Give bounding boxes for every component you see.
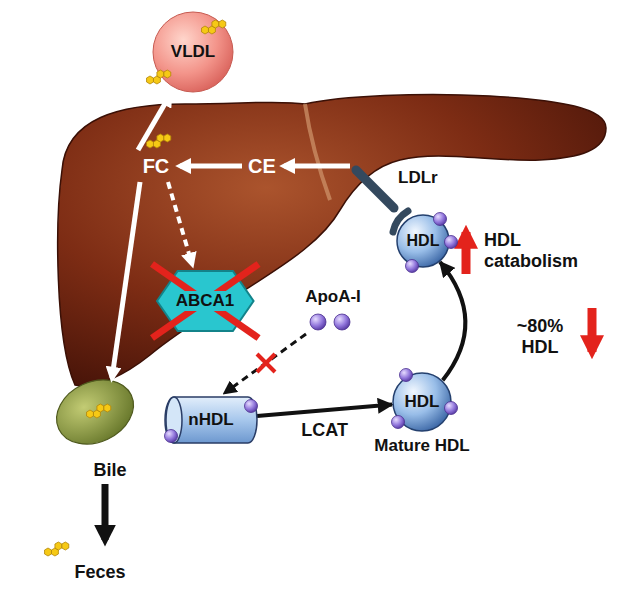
flow-arrow [257, 405, 392, 417]
vldl-particle: VLDL [152, 11, 234, 93]
cholesterol-molecule [202, 20, 226, 34]
apolipoprotein-dot [392, 416, 405, 429]
liver-outline [58, 94, 606, 386]
apolipoprotein-dot [434, 213, 447, 226]
block-cross [152, 264, 259, 338]
free-cholesterol-label: FC [143, 155, 170, 178]
apolipoprotein-label: ApoA-I [305, 287, 361, 307]
disc-body [165, 397, 257, 443]
efflux-dashed-arrow [168, 182, 192, 264]
nascent-hdl-disc: nHDL [165, 396, 257, 444]
biliary-arrow [112, 182, 140, 378]
edge-label: LCAT [298, 420, 351, 441]
lipidation-dashed-arrow [226, 334, 306, 392]
increase-arrow [462, 232, 471, 274]
cholesterol-molecule [45, 542, 69, 556]
cholesterol-molecule [87, 404, 111, 418]
feces-label: Feces [74, 562, 125, 583]
receptor-stalk [356, 170, 394, 208]
apolipoprotein-dot [165, 430, 178, 443]
apolipoprotein-dot [334, 314, 350, 330]
hydrolysis-arrow [180, 164, 242, 169]
node-text: nHDL [188, 410, 233, 430]
cholesterol-molecule [147, 134, 171, 148]
node-text: HDL [405, 392, 440, 412]
apolipoprotein-dot [245, 400, 258, 413]
catabolism-label: HDL catabolism [484, 230, 578, 271]
apolipoprotein-dot [406, 260, 419, 273]
mature-hdl-sphere: HDLMature HDL [392, 372, 452, 432]
excretion-arrow [102, 484, 109, 540]
transporter-hexagon: ABCA1 [156, 270, 255, 332]
flow-arrow [440, 262, 465, 380]
block-cross [152, 264, 259, 338]
hdl-sphere: HDL [396, 214, 450, 268]
block-cross [257, 354, 275, 372]
node-text: HDL [407, 232, 440, 250]
node-text: ABCA1 [173, 291, 238, 311]
bile-label: Bile [93, 460, 126, 481]
cholesteryl-ester-label: CE [248, 155, 276, 178]
gallbladder [46, 368, 144, 456]
apolipoprotein-dot [445, 402, 458, 415]
lipoprotein-circle [153, 12, 233, 92]
node-text: VLDL [171, 42, 215, 62]
secretion-arrow [138, 95, 170, 150]
apolipoprotein-dot [400, 369, 413, 382]
node-caption: Mature HDL [374, 436, 469, 456]
block-cross [257, 354, 275, 372]
receptor-label: LDLr [398, 168, 438, 188]
decrease-arrow [588, 308, 597, 352]
apolipoprotein-dot [310, 314, 326, 330]
falciform-ligament [305, 104, 330, 200]
percent-label: ~80% HDL [517, 316, 564, 357]
apolipoprotein-dot [445, 236, 458, 249]
cholesterol-molecule [147, 70, 171, 84]
uptake-arrow [284, 164, 350, 169]
